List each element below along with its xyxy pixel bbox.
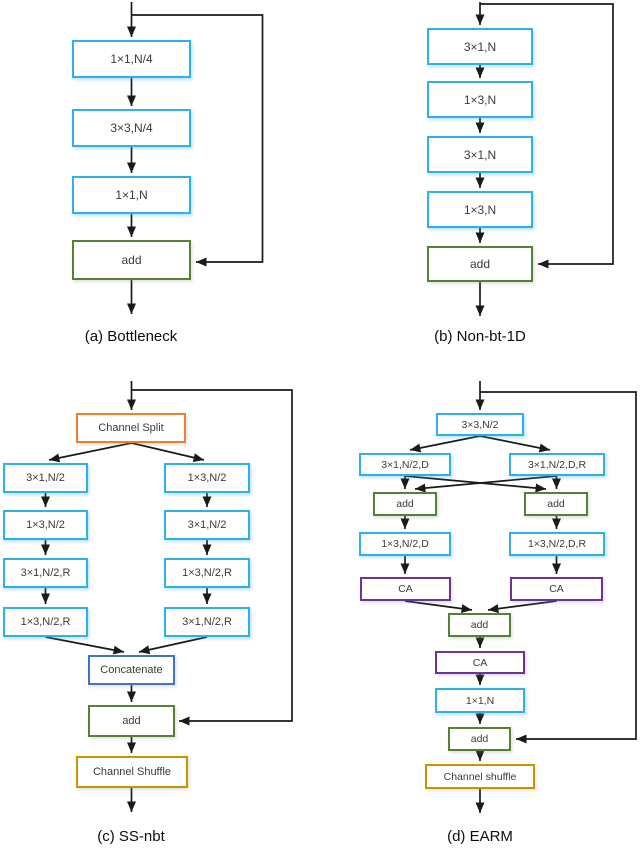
panel-c-node-left-conv-1: 3×1,N/2 xyxy=(3,463,88,493)
panel-a-node-add: add xyxy=(72,240,191,280)
panel-d-arrows xyxy=(400,381,637,813)
panel-c-node-right-conv-2: 3×1,N/2 xyxy=(164,510,250,540)
panel-b-node-conv-3x1-n-1: 3×1,N xyxy=(427,28,533,65)
panel-b-caption: (b) Non-bt-1D xyxy=(434,328,526,345)
panel-a-node-conv-3x3-n4: 3×3,N/4 xyxy=(72,109,191,147)
panel-d-node-conv-3x3-n2: 3×3,N/2 xyxy=(436,413,524,436)
panel-a-node-conv-1x1-n: 1×1,N xyxy=(72,176,191,214)
panel-d-node-right-conv-1x3: 1×3,N/2,D,R xyxy=(509,532,605,556)
panel-d-node-left-add: add xyxy=(373,492,437,516)
panel-d-node-right-add: add xyxy=(524,492,588,516)
panel-b-node-conv-3x1-n-2: 3×1,N xyxy=(427,136,533,173)
panel-d-node-right-conv-3x1: 3×1,N/2,D,R xyxy=(509,453,605,476)
panel-c-node-right-conv-4: 3×1,N/2,R xyxy=(164,607,250,637)
panel-b-arrows xyxy=(475,2,614,316)
panel-c-node-right-conv-3: 1×3,N/2,R xyxy=(164,558,250,588)
panel-c-caption: (c) SS-nbt xyxy=(97,828,165,845)
panel-d-node-left-conv-1x3: 1×3,N/2,D xyxy=(359,532,451,556)
panel-b-node-conv-1x3-n-2: 1×3,N xyxy=(427,191,533,228)
panel-d-node-right-ca: CA xyxy=(510,577,603,601)
panel-d-node-bottom-add: add xyxy=(448,727,511,751)
panel-d-node-mid-add: add xyxy=(448,613,511,637)
panel-b-node-add: add xyxy=(427,246,533,282)
panel-c-node-right-conv-1: 1×3,N/2 xyxy=(164,463,250,493)
panel-d-caption: (d) EARM xyxy=(447,828,513,845)
panel-d-node-channel-shuffle: Channel shuffle xyxy=(425,764,535,789)
panel-d-node-left-conv-3x1: 3×1,N/2,D xyxy=(359,453,451,476)
panel-c-node-left-conv-4: 1×3,N/2,R xyxy=(3,607,88,637)
panel-a-arrows xyxy=(127,2,264,314)
panel-c-node-concatenate: Concatenate xyxy=(88,655,175,685)
panel-a-node-conv-1x1-n4: 1×1,N/4 xyxy=(72,40,191,78)
panel-c-node-channel-shuffle: Channel Shuffle xyxy=(76,756,188,788)
panel-c-node-left-conv-3: 3×1,N/2,R xyxy=(3,558,88,588)
panel-c-node-channel-split: Channel Split xyxy=(76,413,186,443)
panel-c-node-add: add xyxy=(88,705,175,737)
panel-c-node-left-conv-2: 1×3,N/2 xyxy=(3,510,88,540)
panel-c-arrows xyxy=(41,381,293,812)
panel-a-caption: (a) Bottleneck xyxy=(84,328,178,345)
panel-b-node-conv-1x3-n-1: 1×3,N xyxy=(427,81,533,118)
panel-d-node-conv-1x1-n: 1×1,N xyxy=(435,688,525,713)
panel-d-node-left-ca: CA xyxy=(360,577,451,601)
panel-d-node-mid-ca: CA xyxy=(435,651,525,674)
